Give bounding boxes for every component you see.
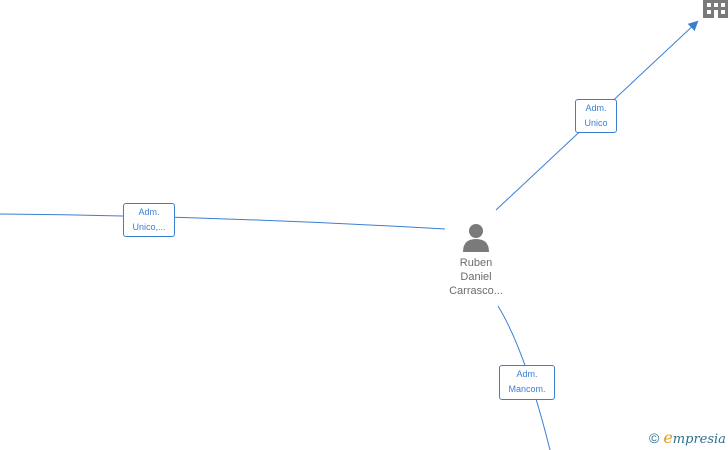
person-name-line: Carrasco... xyxy=(449,285,503,297)
brand-name: mpresia xyxy=(672,432,726,447)
edge-label-line: Adm. xyxy=(585,103,607,113)
brand-initial: e xyxy=(663,428,673,447)
person-icon xyxy=(463,224,489,252)
edge-label-line: Adm. xyxy=(516,369,538,379)
edge-label-line: Mancom. xyxy=(508,384,546,394)
edge-label-bottom[interactable]: Adm. Mancom. xyxy=(499,365,555,400)
edge-label-line: Unico xyxy=(584,118,608,128)
empresia-watermark: © empresia xyxy=(649,428,726,447)
person-name[interactable]: Ruben Daniel Carrasco... xyxy=(440,256,512,298)
person-name-line: Ruben xyxy=(459,257,493,269)
person-node[interactable]: Ruben Daniel Carrasco... xyxy=(440,222,512,298)
edge-label-left[interactable]: Adm. Unico,... xyxy=(123,203,175,237)
edge-line-bottom xyxy=(497,305,551,450)
person-name-line: Daniel xyxy=(460,271,492,283)
copyright-symbol: © xyxy=(649,429,660,446)
edge-label-top-right[interactable]: Adm. Unico xyxy=(575,99,617,133)
edge-line-left xyxy=(0,213,446,230)
edge-label-line: Adm. xyxy=(138,207,160,217)
brand-logo: empresia xyxy=(663,428,726,447)
edge-label-line: Unico,... xyxy=(132,222,166,232)
building-icon[interactable] xyxy=(703,0,728,18)
